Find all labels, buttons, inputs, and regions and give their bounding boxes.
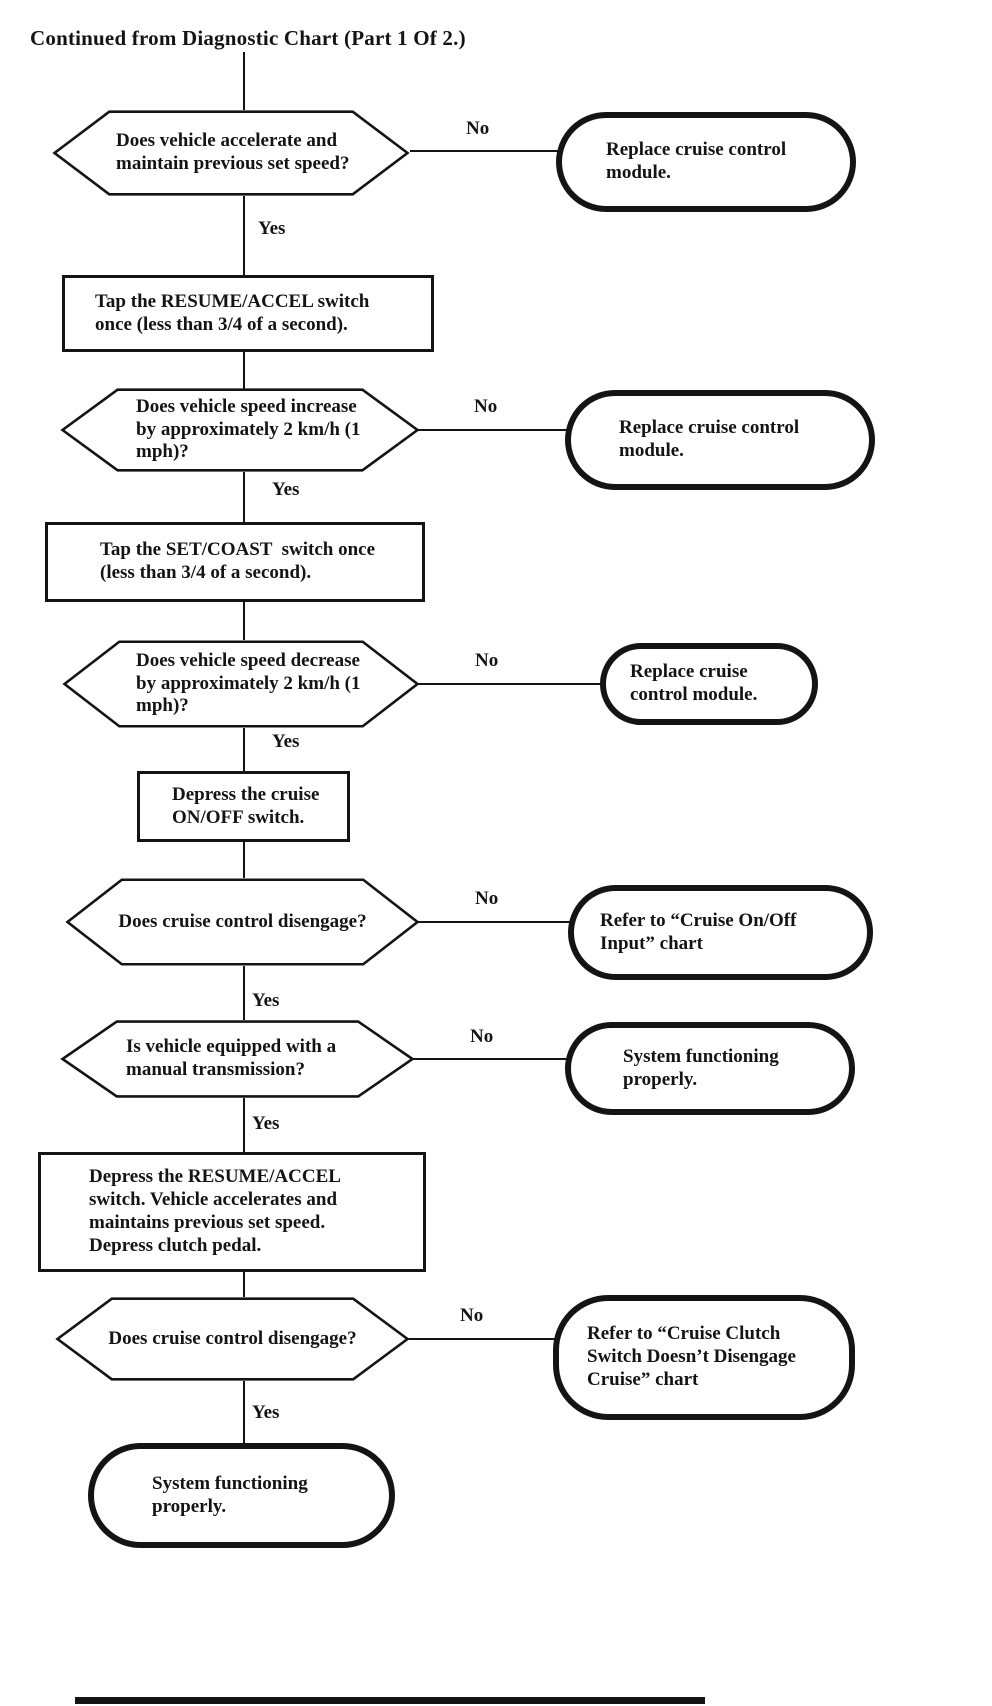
connector-no-4 bbox=[418, 921, 570, 923]
terminal-text: Refer to “Cruise On/Off Input” chart bbox=[600, 909, 802, 954]
edge-label-yes-3: Yes bbox=[272, 731, 300, 752]
connector-p3-to-q4 bbox=[243, 842, 245, 878]
hexagon-shape bbox=[60, 1020, 415, 1098]
connector-no-5 bbox=[413, 1058, 567, 1060]
edge-label-no-3: No bbox=[475, 650, 499, 671]
decision-text: Does cruise control disengage? bbox=[108, 1327, 357, 1349]
process-depress-on-off: Depress the cruise ON/OFF switch. bbox=[137, 771, 350, 842]
terminal-refer-clutch-chart: Refer to “Cruise Clutch Switch Doesn’t D… bbox=[553, 1295, 855, 1420]
process-text: Tap the RESUME/ACCEL switch once (less t… bbox=[95, 290, 375, 335]
decision-text: Does cruise control disengage? bbox=[118, 910, 367, 932]
hexagon-shape bbox=[52, 110, 410, 196]
hexagon-shape bbox=[60, 388, 420, 472]
connector-yes-2 bbox=[243, 472, 245, 522]
edge-label-no-4: No bbox=[475, 888, 499, 909]
decision-accelerate-maintain: Does vehicle accelerate and maintain pre… bbox=[52, 110, 410, 196]
terminal-text: System functioning properly. bbox=[152, 1472, 313, 1517]
connector-title-to-q1 bbox=[243, 52, 245, 110]
edge-label-no-5: No bbox=[470, 1026, 494, 1047]
edge-label-no-1: No bbox=[466, 118, 490, 139]
edge-label-yes-4: Yes bbox=[252, 990, 280, 1011]
process-tap-resume-accel: Tap the RESUME/ACCEL switch once (less t… bbox=[62, 275, 434, 352]
decision-text: Does vehicle accelerate and maintain pre… bbox=[116, 130, 350, 174]
terminal-text: System functioning properly. bbox=[623, 1045, 784, 1090]
hexagon-shape bbox=[55, 1297, 410, 1381]
connector-p1-to-q2 bbox=[243, 352, 245, 390]
terminal-system-ok-2: System functioning properly. bbox=[88, 1443, 395, 1548]
terminal-text: Replace cruise control module. bbox=[619, 417, 804, 461]
process-text: Depress the RESUME/ACCEL switch. Vehicle… bbox=[89, 1166, 345, 1256]
edge-label-yes-2: Yes bbox=[272, 479, 300, 500]
edge-label-yes-5: Yes bbox=[252, 1113, 280, 1134]
hexagon-shape bbox=[62, 640, 420, 728]
terminal-replace-module-3: Replace cruise control module. bbox=[600, 643, 818, 725]
process-tap-set-coast: Tap the SET/COAST switch once (less than… bbox=[45, 522, 425, 602]
decision-manual-transmission: Is vehicle equipped with a manual transm… bbox=[60, 1020, 415, 1098]
terminal-system-ok-1: System functioning properly. bbox=[565, 1022, 855, 1115]
terminal-replace-module-1: Replace cruise control module. bbox=[556, 112, 856, 212]
connector-no-3 bbox=[418, 683, 602, 685]
decision-text: Does vehicle speed decrease by approxima… bbox=[136, 649, 366, 717]
bottom-rule bbox=[75, 1697, 705, 1704]
decision-cruise-disengage-1: Does cruise control disengage? bbox=[65, 878, 420, 966]
page-title: Continued from Diagnostic Chart (Part 1 … bbox=[30, 26, 466, 50]
connector-p4-to-q6 bbox=[243, 1272, 245, 1297]
decision-text: Does vehicle speed increase by approxima… bbox=[136, 395, 366, 463]
edge-label-yes-6: Yes bbox=[252, 1402, 280, 1423]
connector-yes-1 bbox=[243, 196, 245, 275]
terminal-text: Replace cruise control module. bbox=[606, 139, 791, 183]
process-text: Tap the SET/COAST switch once (less than… bbox=[100, 539, 380, 583]
edge-label-no-2: No bbox=[474, 396, 498, 417]
connector-yes-6 bbox=[243, 1381, 245, 1443]
decision-speed-decrease: Does vehicle speed decrease by approxima… bbox=[62, 640, 420, 728]
hexagon-shape bbox=[65, 878, 420, 966]
connector-yes-3 bbox=[243, 728, 245, 771]
decision-cruise-disengage-2: Does cruise control disengage? bbox=[55, 1297, 410, 1381]
terminal-text: Refer to “Cruise Clutch Switch Doesn’t D… bbox=[587, 1323, 801, 1390]
decision-text: Is vehicle equipped with a manual transm… bbox=[126, 1036, 341, 1080]
connector-no-6 bbox=[408, 1338, 555, 1340]
connector-no-2 bbox=[418, 429, 567, 431]
terminal-text: Replace cruise control module. bbox=[630, 661, 758, 705]
connector-no-1 bbox=[410, 150, 558, 152]
decision-speed-increase: Does vehicle speed increase by approxima… bbox=[60, 388, 420, 472]
edge-label-yes-1: Yes bbox=[258, 218, 286, 239]
terminal-refer-onoff-chart: Refer to “Cruise On/Off Input” chart bbox=[568, 885, 873, 980]
process-text: Depress the cruise ON/OFF switch. bbox=[172, 783, 325, 828]
terminal-replace-module-2: Replace cruise control module. bbox=[565, 390, 875, 490]
connector-yes-4 bbox=[243, 966, 245, 1020]
connector-p2-to-q3 bbox=[243, 602, 245, 640]
connector-yes-5 bbox=[243, 1098, 245, 1152]
edge-label-no-6: No bbox=[460, 1305, 484, 1326]
process-depress-resume-clutch: Depress the RESUME/ACCEL switch. Vehicle… bbox=[38, 1152, 426, 1272]
